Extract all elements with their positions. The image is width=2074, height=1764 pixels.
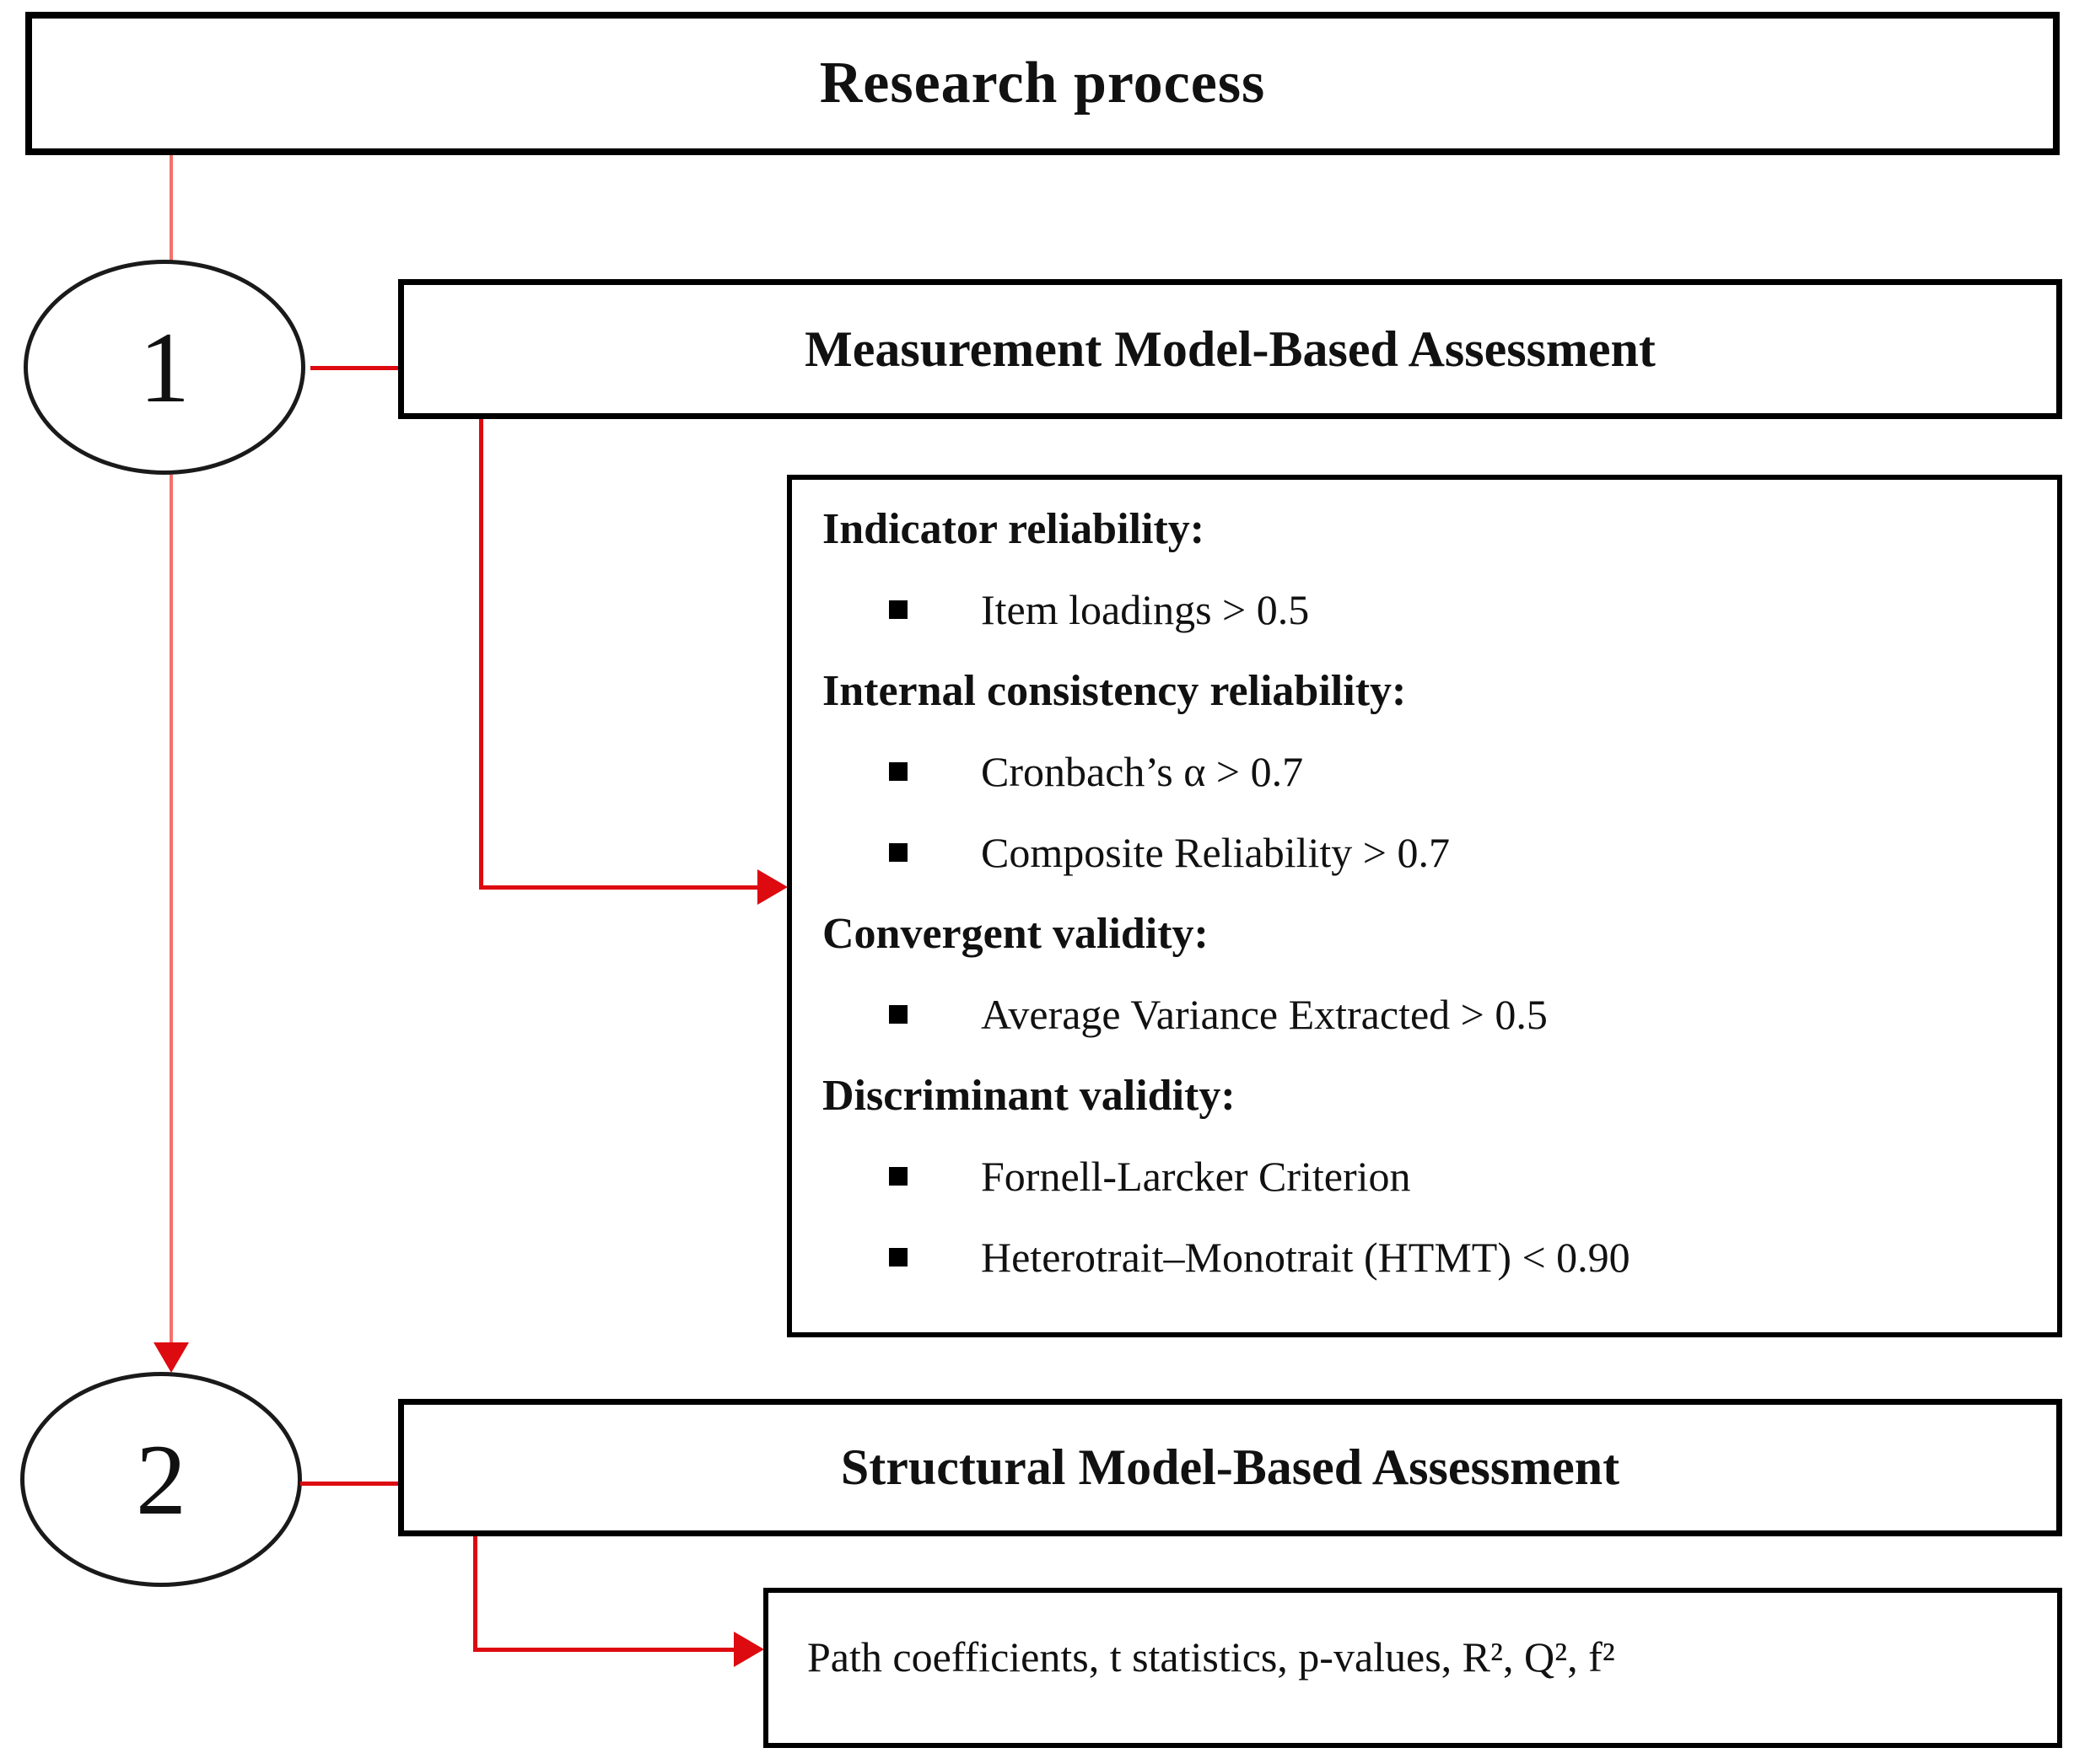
criteria-heading: Discriminant validity:	[822, 1071, 1236, 1120]
bullet-square-icon	[889, 843, 908, 862]
criteria-item: Composite Reliability > 0.7	[792, 812, 2057, 893]
arrowhead-right-icon	[757, 869, 788, 905]
criteria-item: Heterotrait–Monotrait (HTMT) < 0.90	[792, 1217, 2057, 1298]
criteria-item: Item loadings > 0.5	[792, 569, 2057, 650]
step2-circle: 2	[20, 1372, 302, 1587]
step2-number: 2	[136, 1422, 186, 1535]
bullet-square-icon	[889, 1248, 908, 1267]
bullet-square-icon	[889, 1005, 908, 1024]
criteria-item: Fornell-Larcker Criterion	[792, 1136, 2057, 1217]
criteria-item: Cronbach’s α > 0.7	[792, 731, 2057, 812]
research-process-title: Research process	[819, 51, 1266, 116]
structural-assessment-title: Structural Model-Based Assessment	[840, 1439, 1620, 1495]
bullet-square-icon	[889, 600, 908, 619]
criteria-heading: Internal consistency reliability:	[822, 666, 1407, 715]
connector-topbox-to-step1	[170, 155, 173, 261]
bullet-square-icon	[889, 1167, 908, 1186]
criteria-item: Average Variance Extracted > 0.5	[792, 974, 2057, 1055]
connector-step2-to-structural-box	[300, 1482, 400, 1486]
connector-step1-to-measurement-box	[310, 366, 400, 370]
research-process-box: Research process	[25, 12, 2060, 155]
criteria-heading: Indicator reliability:	[822, 504, 1205, 553]
connector-structural-elbow-vertical	[473, 1536, 477, 1652]
structural-output-text: Path coefficients, t statistics, p-value…	[807, 1633, 1615, 1681]
arrowhead-right-icon	[734, 1632, 764, 1667]
measurement-assessment-box: Measurement Model-Based Assessment	[398, 279, 2062, 419]
connector-structural-elbow-horizontal	[473, 1648, 736, 1652]
structural-assessment-box: Structural Model-Based Assessment	[398, 1399, 2062, 1536]
step1-number: 1	[139, 310, 190, 423]
measurement-criteria-box: Indicator reliability: Item loadings > 0…	[787, 475, 2062, 1337]
bullet-square-icon	[889, 762, 908, 781]
structural-output-box: Path coefficients, t statistics, p-value…	[763, 1588, 2062, 1748]
criteria-heading: Convergent validity:	[822, 909, 1209, 958]
connector-measurement-elbow-vertical	[479, 419, 483, 890]
connector-measurement-elbow-horizontal	[479, 885, 761, 890]
connector-step1-to-step2	[170, 475, 173, 1343]
measurement-assessment-title: Measurement Model-Based Assessment	[805, 320, 1656, 377]
step1-circle: 1	[24, 260, 305, 475]
arrowhead-down-icon	[154, 1342, 189, 1373]
